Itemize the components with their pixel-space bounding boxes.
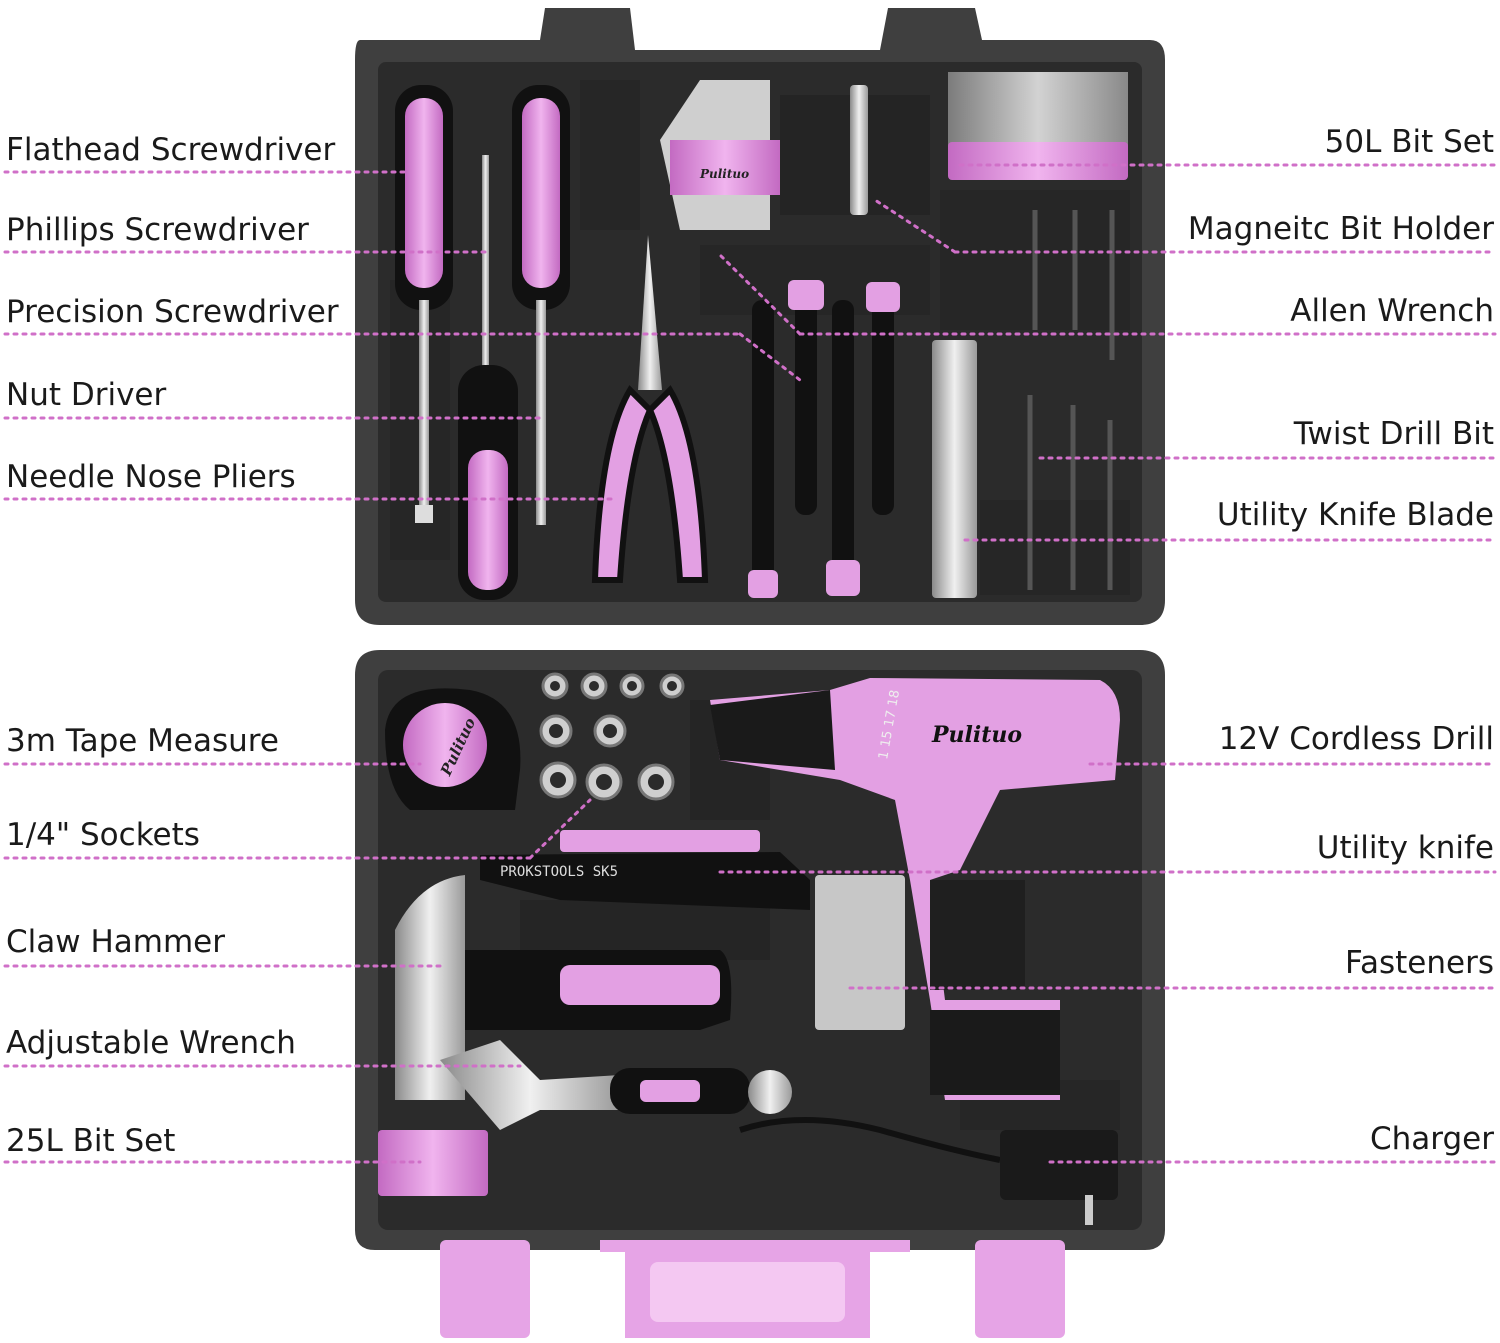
flathead-screwdriver: [395, 85, 453, 523]
brand-logo-allen: Pulituo: [699, 167, 749, 181]
drill-brand-logo: Pulituo: [931, 722, 1022, 748]
label-charger: Charger: [1370, 1121, 1494, 1157]
utility-knife-print: PROKSTOOLS SK5: [500, 864, 618, 880]
magnetic-bit-holder: [850, 85, 868, 215]
thin-screwdriver-shaft: [482, 155, 489, 375]
case-handle: [440, 1240, 1065, 1338]
label-magnetic-bit-holder: Magneitc Bit Holder: [1187, 211, 1494, 247]
label-twist-drill-bit: Twist Drill Bit: [1293, 416, 1494, 452]
twist-drill-bits: [1027, 210, 1115, 590]
label-cordless-drill: 12V Cordless Drill: [1218, 721, 1494, 757]
label-utility-knife: Utility knife: [1316, 830, 1494, 866]
label-needle-nose-pliers: Needle Nose Pliers: [6, 459, 296, 495]
charger: [739, 1117, 1118, 1225]
nut-driver: [458, 365, 518, 600]
cordless-drill: [710, 678, 1120, 1100]
label-adjustable-wrench: Adjustable Wrench: [6, 1025, 296, 1061]
tape-measure: [385, 688, 521, 810]
label-tape-measure: 3m Tape Measure: [6, 723, 279, 759]
label-flathead-screwdriver: Flathead Screwdriver: [6, 132, 336, 168]
label-claw-hammer: Claw Hammer: [6, 924, 225, 960]
claw-hammer: [395, 875, 732, 1100]
label-phillips-screwdriver: Phillips Screwdriver: [6, 212, 309, 248]
allen-wrench-set: [660, 80, 780, 230]
utility-knife: [480, 830, 810, 910]
bit-set-50l: [948, 72, 1128, 180]
needle-nose-pliers: [591, 235, 709, 583]
phillips-screwdriver: [512, 85, 570, 525]
utility-knife-blade-pack: [932, 340, 977, 598]
label-allen-wrench: Allen Wrench: [1290, 293, 1494, 329]
bit-set-25l: [378, 1130, 488, 1196]
label-50l-bit-set: 50L Bit Set: [1324, 124, 1494, 160]
fasteners-box: [815, 875, 905, 1030]
adjustable-wrench: [440, 1040, 792, 1130]
label-nut-driver: Nut Driver: [6, 377, 167, 413]
label-25l-bit-set: 25L Bit Set: [6, 1123, 176, 1159]
label-utility-knife-blade: Utility Knife Blade: [1216, 497, 1494, 533]
leader-lines: [3, 163, 1497, 1164]
label-precision-screwdriver: Precision Screwdriver: [6, 294, 339, 330]
precision-screwdrivers: [748, 280, 900, 598]
label-sockets: 1/4" Sockets: [6, 817, 200, 853]
label-fasteners: Fasteners: [1345, 945, 1494, 981]
